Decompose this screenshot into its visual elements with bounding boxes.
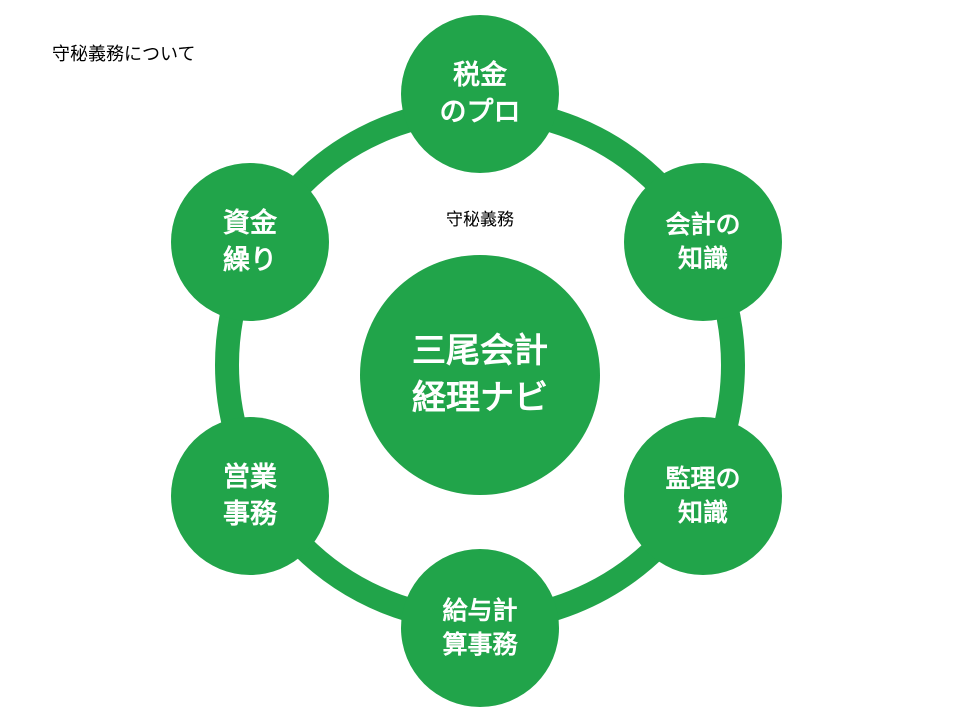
- node-label-line2: 知識: [677, 498, 728, 527]
- node-label-line1: 資金: [223, 207, 277, 239]
- node-label-line2: 事務: [223, 499, 277, 530]
- node-cash-management: 資金 繰り: [171, 163, 329, 321]
- node-label-line1: 監理の: [665, 463, 741, 493]
- node-label-line1: 会計の: [665, 209, 741, 239]
- center-caption: 守秘義務: [446, 210, 514, 230]
- hub-circle-mio-kaikei: 三尾会計 経理ナビ: [360, 255, 600, 495]
- node-label-line2: 繰り: [223, 245, 277, 276]
- page-heading: 守秘義務について: [52, 44, 196, 65]
- node-label-line1: 営業: [223, 461, 277, 493]
- node-accounting-knowledge: 会計の 知識: [624, 163, 782, 321]
- node-label-line1: 給与計: [442, 595, 518, 625]
- node-label-line2: 算事務: [442, 630, 518, 659]
- node-payroll: 給与計 算事務: [401, 549, 559, 707]
- node-label-line1: 税金: [453, 59, 507, 91]
- node-sales-admin: 営業 事務: [171, 417, 329, 575]
- hub-label-line1: 三尾会計: [412, 331, 548, 372]
- node-label-line2: 知識: [677, 244, 728, 273]
- node-label-line2: のプロ: [439, 97, 521, 128]
- hub-label-line2: 経理ナビ: [412, 378, 548, 418]
- node-tax-pro: 税金 のプロ: [401, 15, 559, 173]
- node-audit-knowledge: 監理の 知識: [624, 417, 782, 575]
